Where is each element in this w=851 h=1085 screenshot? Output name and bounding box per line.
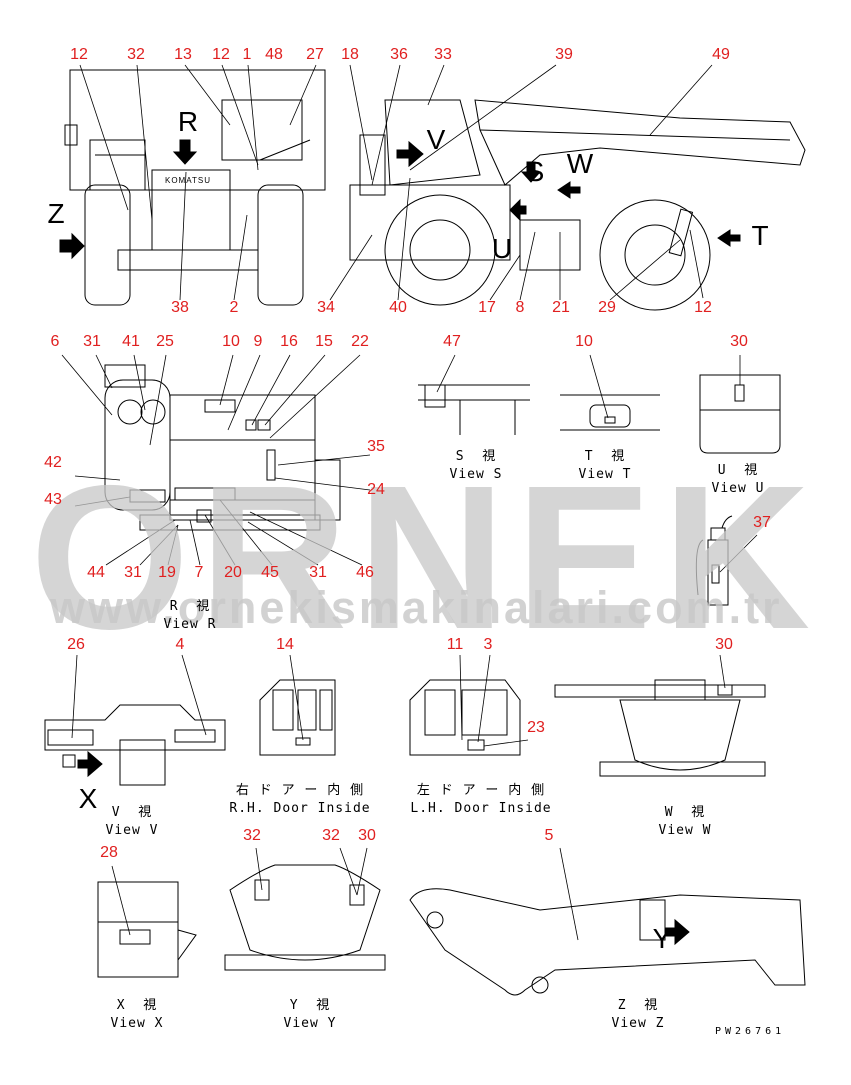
view-letter-u: U	[491, 233, 513, 264]
callout: 30	[358, 827, 376, 844]
caption-view-w: W 視 View W	[658, 805, 712, 838]
drawing-code: PW26761	[715, 1026, 786, 1037]
view-rh-door	[259, 679, 336, 756]
caption-lh-door: 左 ド ア ー 内 側 L.H. Door Inside	[410, 783, 552, 816]
callout: 17	[478, 299, 496, 316]
callout: 32	[322, 827, 340, 844]
view-letter-t: T	[751, 220, 769, 251]
callout: 32	[127, 46, 145, 63]
view-letter-v: V	[426, 124, 446, 155]
callout: 36	[390, 46, 408, 63]
view-u	[699, 374, 781, 454]
callout: 38	[171, 299, 189, 316]
callout: 15	[315, 333, 333, 350]
callout: 41	[122, 333, 140, 350]
caption-view-u: U 視 View U	[711, 463, 765, 496]
view-lh-door	[409, 679, 521, 756]
callout: 34	[317, 299, 335, 316]
callout: 42	[44, 454, 62, 471]
callout: 12	[694, 299, 712, 316]
callout: 3	[483, 636, 493, 653]
callout: 39	[555, 46, 573, 63]
callout: 31	[309, 564, 327, 581]
callout: 2	[229, 299, 239, 316]
view-letter-z: Z	[47, 198, 65, 229]
view-v	[44, 704, 226, 786]
callout: 45	[261, 564, 279, 581]
callout: 30	[730, 333, 748, 350]
leader-lines	[61, 64, 758, 941]
callout: 1	[242, 46, 252, 63]
callout: 23	[527, 719, 545, 736]
callout: 31	[124, 564, 142, 581]
callout: 25	[156, 333, 174, 350]
callout: 10	[222, 333, 240, 350]
callout: 26	[67, 636, 85, 653]
callout: 30	[715, 636, 733, 653]
caption-view-r: R 視 View R	[163, 599, 217, 632]
callout: 16	[280, 333, 298, 350]
callout: 33	[434, 46, 452, 63]
view-s	[418, 384, 530, 435]
callout: 21	[552, 299, 570, 316]
view-letter-x: X	[78, 783, 98, 814]
callout: 19	[158, 564, 176, 581]
callout: 35	[367, 438, 385, 455]
callout: 49	[712, 46, 730, 63]
callout: 6	[50, 333, 60, 350]
callout: 7	[194, 564, 204, 581]
callout: 27	[306, 46, 324, 63]
callout: 11	[446, 636, 464, 653]
front-view-truck	[59, 69, 326, 306]
view-fire-extinguisher	[695, 515, 733, 606]
callout: 37	[753, 514, 771, 531]
view-letter-s: S	[525, 156, 545, 187]
callout: 24	[367, 481, 385, 498]
view-t	[560, 394, 660, 431]
komatsu-nameplate: KOMATSU	[165, 176, 211, 185]
view-letter-r: R	[177, 106, 199, 137]
caption-rh-door: 右 ド ア ー 内 側 R.H. Door Inside	[229, 783, 371, 816]
callout: 20	[224, 564, 242, 581]
callout: 12	[70, 46, 88, 63]
callout: 44	[87, 564, 105, 581]
caption-view-z: Z 視 View Z	[611, 998, 665, 1031]
callout: 40	[389, 299, 407, 316]
callout: 10	[575, 333, 593, 350]
callout: 46	[356, 564, 374, 581]
callout: 29	[598, 299, 616, 316]
caption-view-v: V 視 View V	[105, 805, 159, 838]
callout: 8	[515, 299, 525, 316]
view-y	[224, 864, 386, 971]
callout: 43	[44, 491, 62, 508]
callout: 48	[265, 46, 283, 63]
caption-view-t: T 視 View T	[578, 449, 632, 482]
view-letter-w: W	[566, 148, 594, 179]
watermark-brand: ORNEK	[30, 443, 821, 672]
callout: 5	[544, 827, 554, 844]
callout: 12	[212, 46, 230, 63]
callout: 13	[174, 46, 192, 63]
callout: 28	[100, 844, 118, 861]
view-x	[97, 881, 197, 978]
caption-view-y: Y 視 View Y	[283, 998, 337, 1031]
side-view-truck	[349, 99, 806, 311]
callout: 32	[243, 827, 261, 844]
watermark-url: www.ornekismakinalari.com.tr	[50, 582, 783, 633]
view-letter-y: Y	[652, 923, 672, 954]
callout: 31	[83, 333, 101, 350]
callout: 14	[276, 636, 294, 653]
caption-view-x: X 視 View X	[110, 998, 164, 1031]
caption-view-s: S 視 View S	[449, 449, 503, 482]
callout: 18	[341, 46, 359, 63]
callout: 22	[351, 333, 369, 350]
callout: 4	[175, 636, 185, 653]
callout: 9	[253, 333, 263, 350]
view-w	[554, 679, 766, 777]
callout: 47	[443, 333, 461, 350]
view-z	[409, 888, 806, 996]
